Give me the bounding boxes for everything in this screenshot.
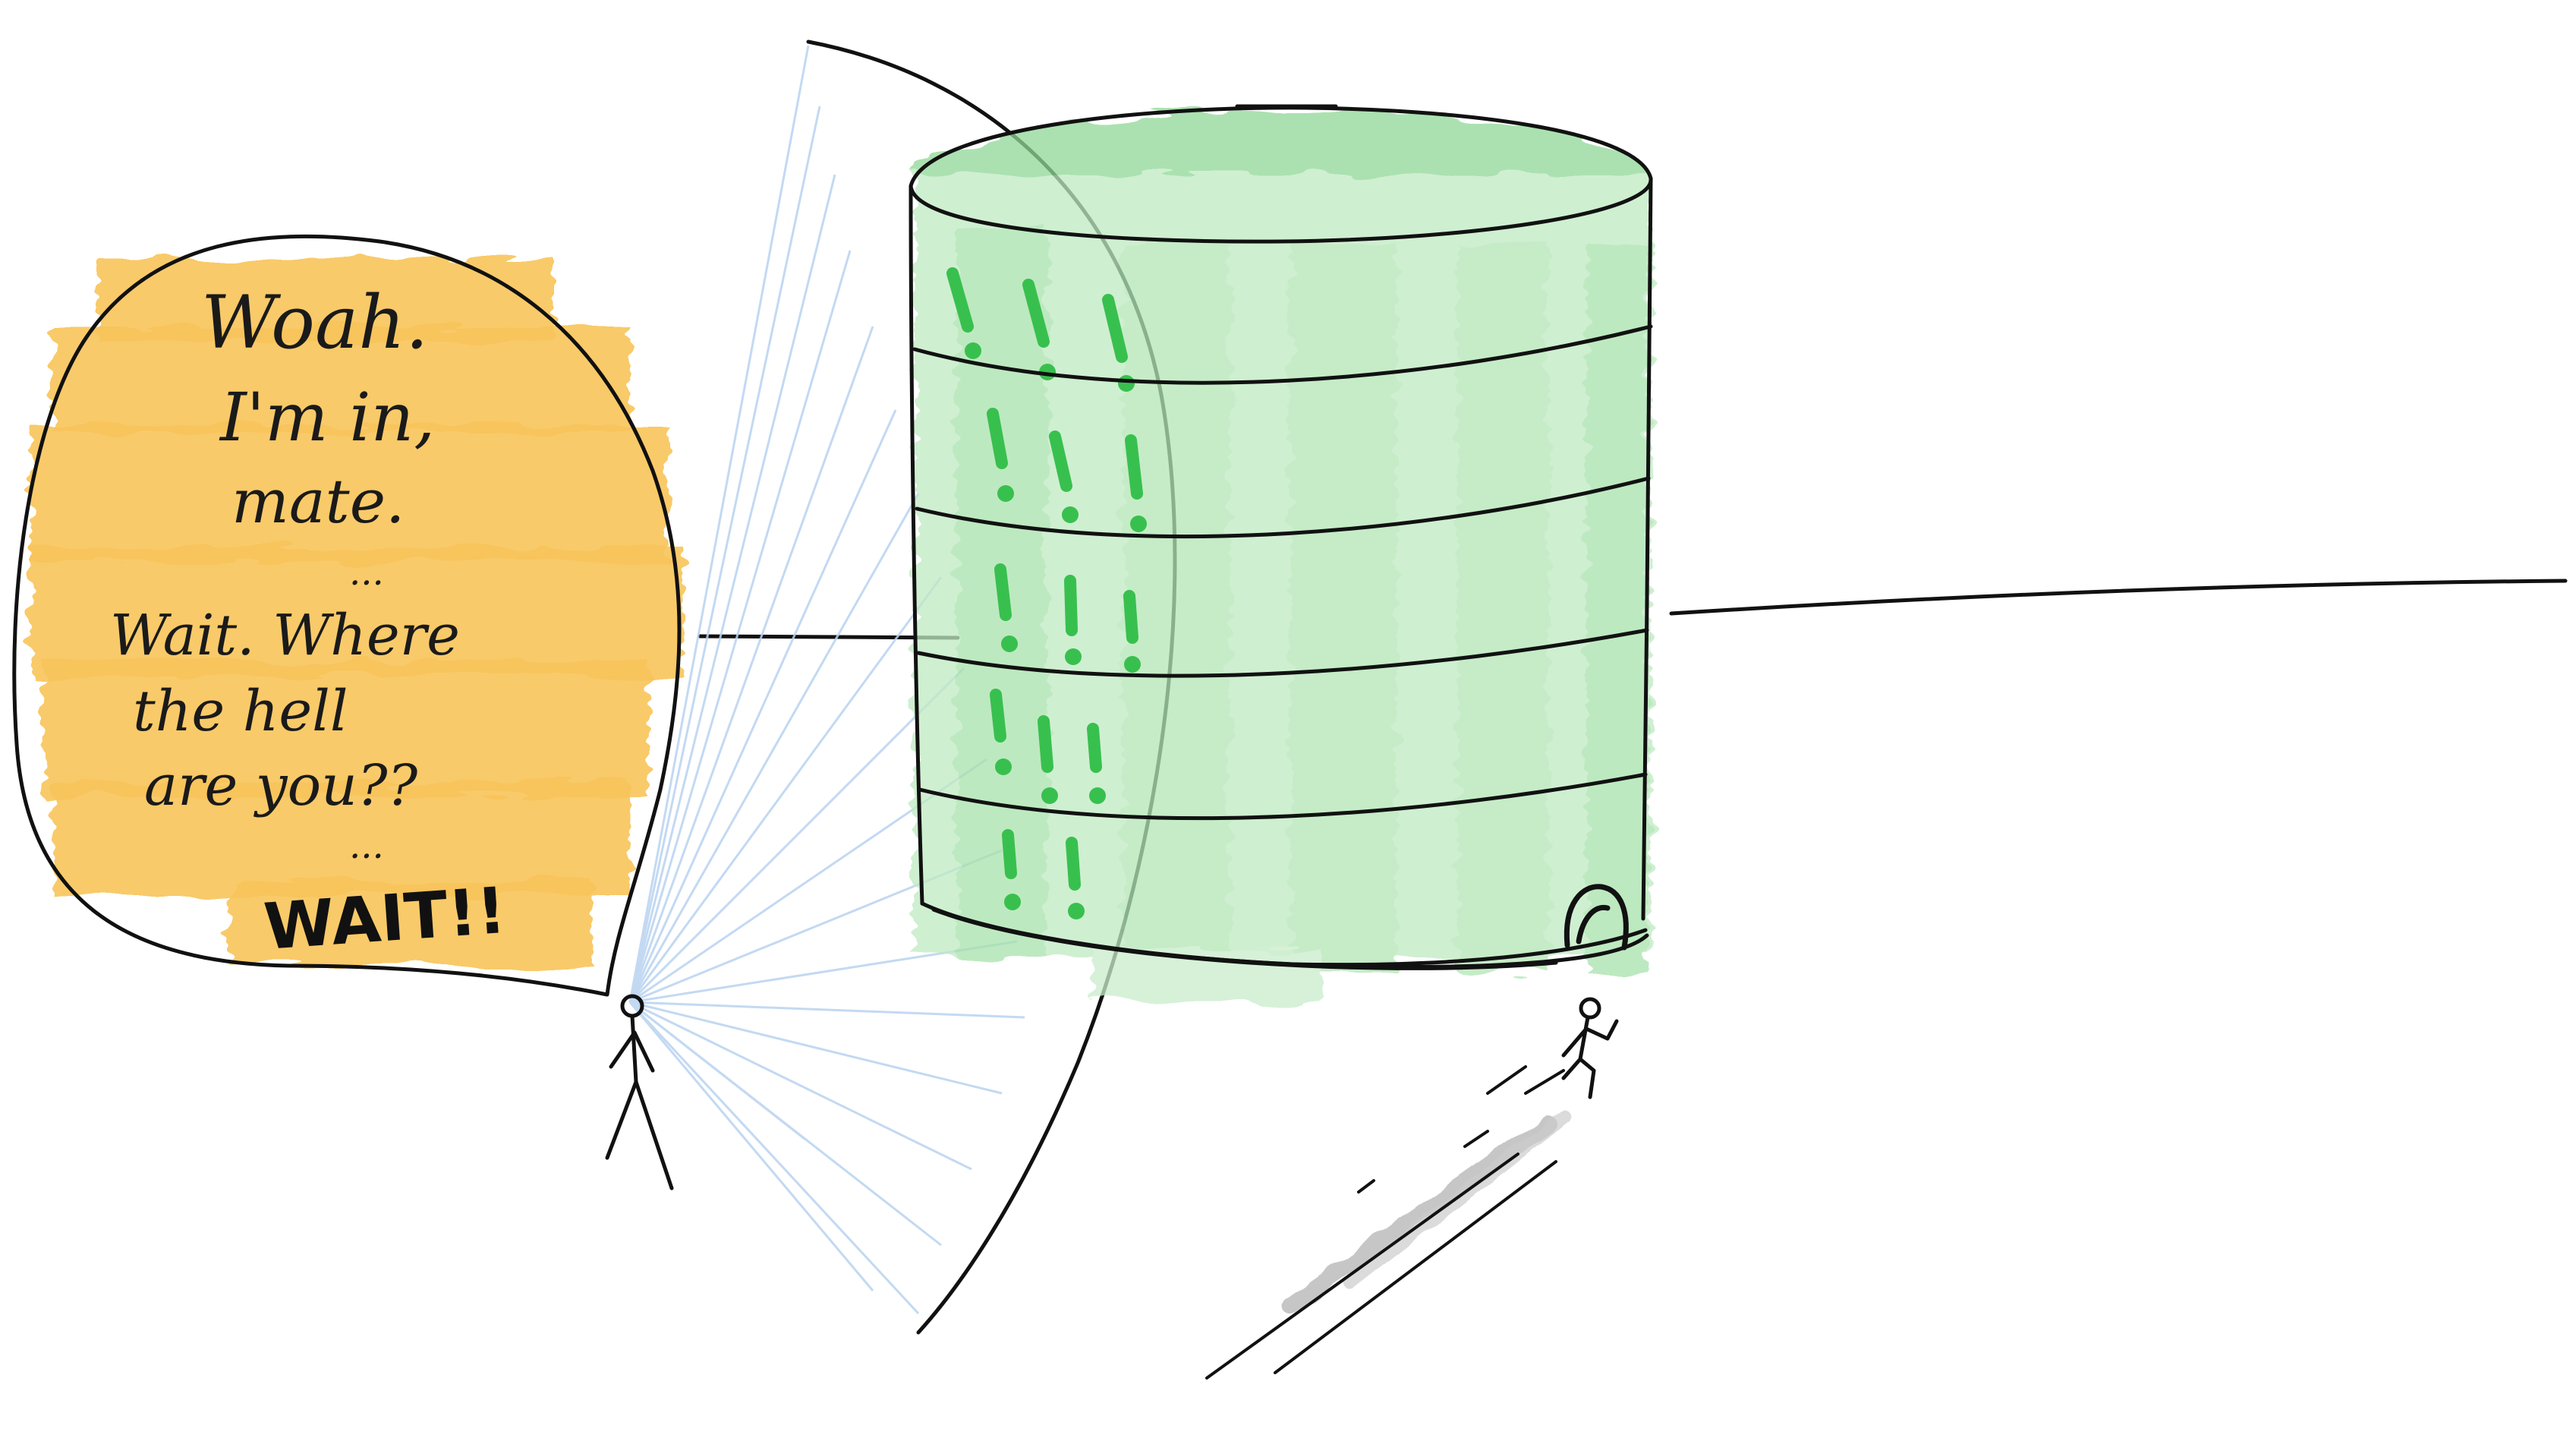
cylinder-outline xyxy=(909,104,1653,970)
motion-trail xyxy=(1205,1065,1570,1380)
speech-wait-shout: WAIT!! xyxy=(262,873,509,964)
speech-line: Woah. xyxy=(201,280,429,365)
bubble-highlight xyxy=(30,258,683,964)
cylinder-fill xyxy=(915,110,1651,1002)
speech-line: ... xyxy=(349,551,384,594)
speech-line: ... xyxy=(349,825,384,867)
speech-line: mate. xyxy=(231,466,405,537)
speech-bubble: Woah. I'm in, mate. ... Wait. Where the … xyxy=(12,234,683,997)
speech-line: the hell xyxy=(133,679,348,744)
door-icon xyxy=(1564,884,1629,951)
data-cylinder xyxy=(909,104,1653,1002)
speech-line: I'm in, xyxy=(219,378,435,456)
speech-line: are you?? xyxy=(144,753,418,818)
exclamation-marks xyxy=(946,267,1147,919)
stick-figure-observer xyxy=(605,994,674,1190)
speech-line: Wait. Where xyxy=(110,603,460,668)
stick-figure-runner xyxy=(1561,997,1619,1099)
bubble-outline xyxy=(12,234,682,997)
